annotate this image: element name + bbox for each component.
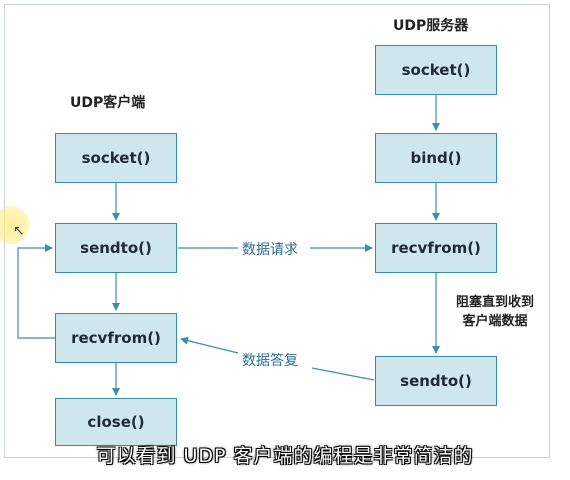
reply-label: 数据答复 xyxy=(242,353,298,369)
arrow-reply xyxy=(180,336,239,354)
video-subtitle: 可以看到 UDP 客户端的编程是非常简洁的 xyxy=(96,445,474,467)
client-title: UDP客户端 xyxy=(70,95,146,111)
blocking-note-line-2: 客户端数据 xyxy=(462,314,528,329)
mouse-pointer-icon: ↖ xyxy=(13,223,25,239)
arrow-reply-head xyxy=(311,367,375,381)
blocking-note: 阻塞直到收到 客户端数据 xyxy=(440,293,550,331)
client-recvfrom-node: recvfrom() xyxy=(55,313,177,363)
blocking-note-line-1: 阻塞直到收到 xyxy=(455,295,534,310)
request-label: 数据请求 xyxy=(242,242,298,258)
arrow-client-loop-back xyxy=(17,244,55,339)
server-bind-node: bind() xyxy=(375,133,497,183)
client-socket-node: socket() xyxy=(55,133,177,183)
cursor-highlight xyxy=(0,206,30,244)
server-socket-node: socket() xyxy=(375,45,497,95)
server-title: UDP服务器 xyxy=(393,18,469,34)
server-recvfrom-node: recvfrom() xyxy=(375,223,497,273)
client-sendto-node: sendto() xyxy=(55,223,177,273)
client-close-node: close() xyxy=(55,398,177,446)
server-sendto-node: sendto() xyxy=(375,356,497,406)
